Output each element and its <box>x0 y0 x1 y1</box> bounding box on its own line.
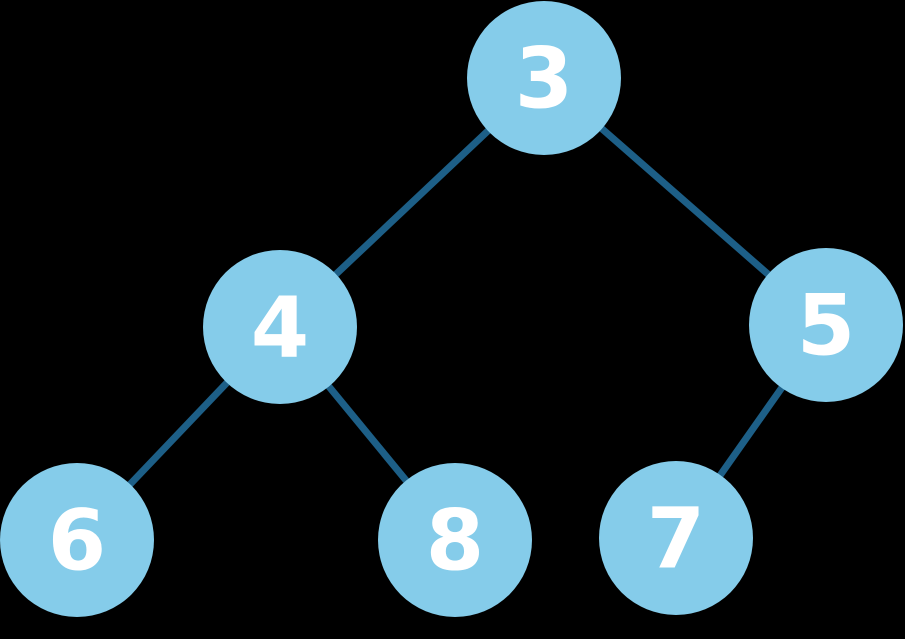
tree-nodes-layer: 3 4 5 6 8 7 <box>0 1 903 617</box>
tree-node-label-6: 6 <box>48 491 106 589</box>
tree-node-5: 5 <box>749 248 903 402</box>
tree-node-4: 4 <box>203 250 357 404</box>
tree-node-circle-8 <box>378 463 532 617</box>
tree-node-circle-4 <box>203 250 357 404</box>
tree-node-label-7: 7 <box>647 489 705 587</box>
tree-node-label-4: 4 <box>251 278 309 376</box>
tree-node-label-3: 3 <box>515 29 573 127</box>
tree-node-circle-5 <box>749 248 903 402</box>
tree-node-7: 7 <box>599 461 753 615</box>
tree-node-8: 8 <box>378 463 532 617</box>
tree-node-circle-7 <box>599 461 753 615</box>
tree-node-circle-6 <box>0 463 154 617</box>
tree-node-label-8: 8 <box>426 491 484 589</box>
tree-node-label-5: 5 <box>797 276 855 374</box>
tree-node-6: 6 <box>0 463 154 617</box>
tree-node-3: 3 <box>467 1 621 155</box>
tree-node-circle-3 <box>467 1 621 155</box>
